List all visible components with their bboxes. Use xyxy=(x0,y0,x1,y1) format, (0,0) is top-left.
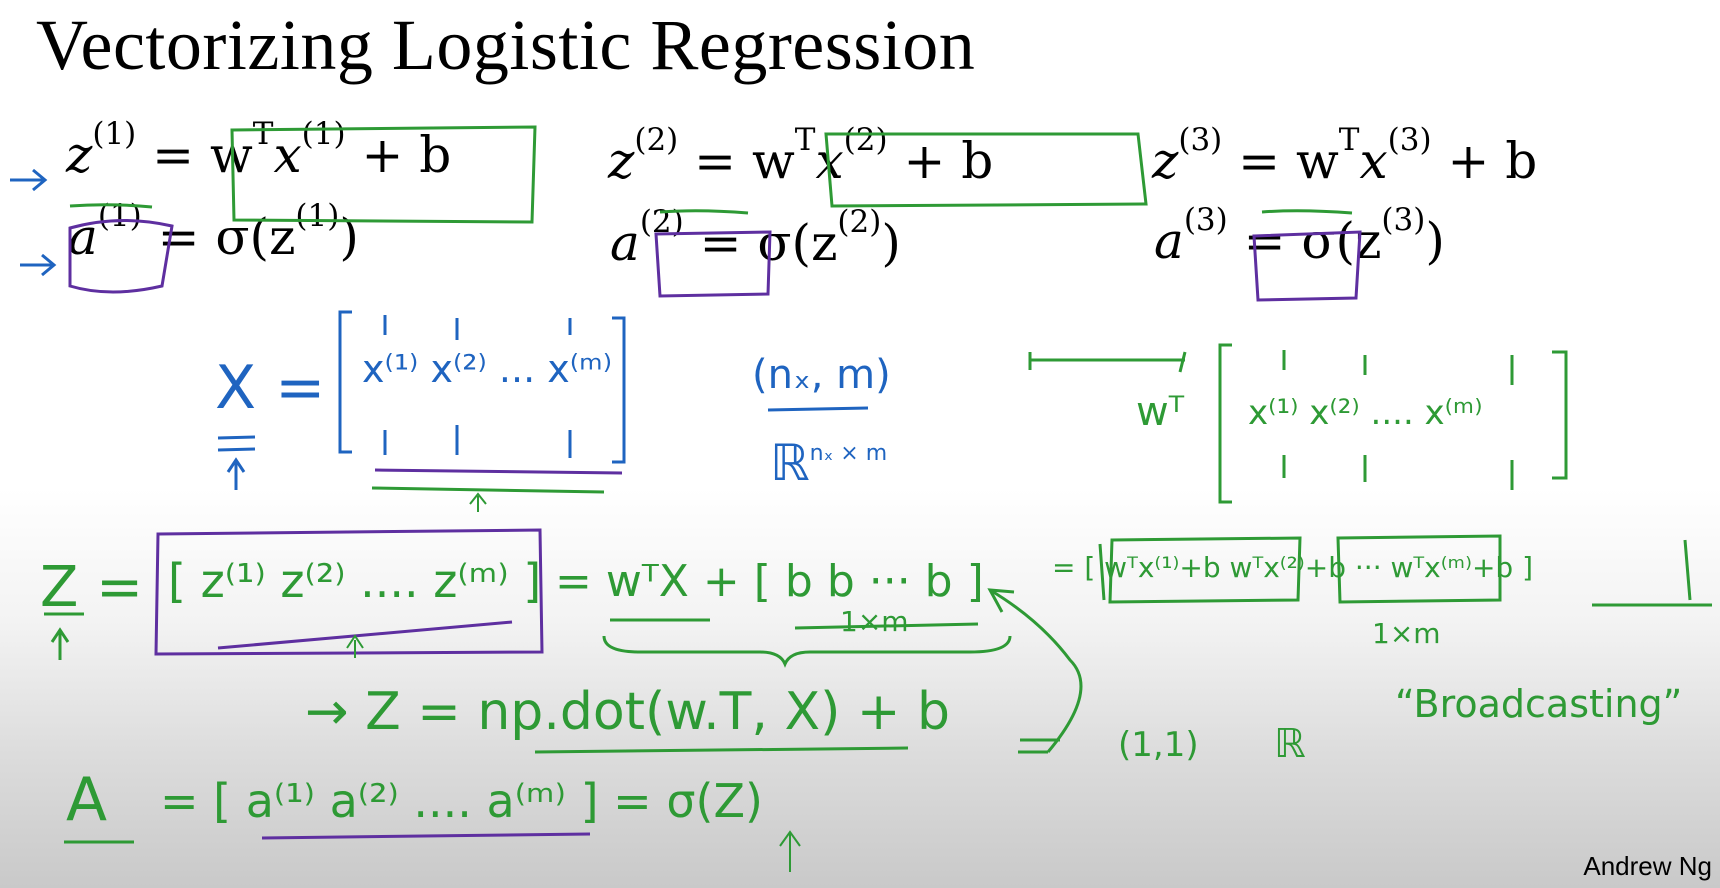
w-transpose-label: wᵀ xyxy=(1136,389,1185,435)
highlight-box-z1 xyxy=(230,125,537,224)
highlight-box-z2 xyxy=(824,132,1148,208)
real-space: ℝnₓ × m xyxy=(770,434,888,492)
equation-z2: z(2) = wTx(2) + b xyxy=(608,122,994,190)
broadcasting-note: “Broadcasting” xyxy=(1395,682,1683,726)
X-columns: x⁽¹⁾ x⁽²⁾ ... x⁽ᵐ⁾ xyxy=(362,347,613,391)
Z-expanded: = [ wᵀx⁽¹⁾+b wᵀx⁽²⁾+b ··· wᵀx⁽ᵐ⁾+b ] xyxy=(1052,551,1534,584)
dims-1xm: 1×m xyxy=(840,605,909,638)
A-label: A xyxy=(66,765,108,835)
highlight-box-Z-row xyxy=(154,528,544,656)
highlight-box-a1 xyxy=(68,218,174,294)
equation-z3: z(3) = wTx(3) + b xyxy=(1152,122,1538,190)
b-shape: (1,1) xyxy=(1118,725,1199,765)
highlight-box-a2 xyxy=(654,230,772,298)
slide-title: Vectorizing Logistic Regression xyxy=(36,5,976,85)
Z-row: [ z⁽¹⁾ z⁽²⁾ .... z⁽ᵐ⁾ ] xyxy=(168,554,542,608)
arrow-a1 xyxy=(20,253,57,277)
Z-definition: = wᵀX + [ b b ··· b ] xyxy=(555,556,984,607)
arrow-z1 xyxy=(10,168,48,192)
dims-1xm-2: 1×m xyxy=(1372,617,1441,650)
A-definition: = [ a⁽¹⁾ a⁽²⁾ .... a⁽ᵐ⁾ ] = σ(Z) xyxy=(160,774,763,828)
equation-z1: z(1) = wTx(1) + b xyxy=(66,116,452,184)
W-columns: x⁽¹⁾ x⁽²⁾ .... x⁽ᵐ⁾ xyxy=(1248,393,1483,433)
Z-label: Z = xyxy=(40,555,144,620)
numpy-code-line: → Z = np.dot(w.T, X) + b xyxy=(305,682,950,742)
real-scalar: ℝ xyxy=(1274,721,1306,767)
X-shape: (nₓ, m) xyxy=(752,352,891,398)
X-label: X = xyxy=(215,353,326,423)
author-credit: Andrew Ng xyxy=(1583,851,1712,881)
highlight-box-a3 xyxy=(1252,230,1362,302)
